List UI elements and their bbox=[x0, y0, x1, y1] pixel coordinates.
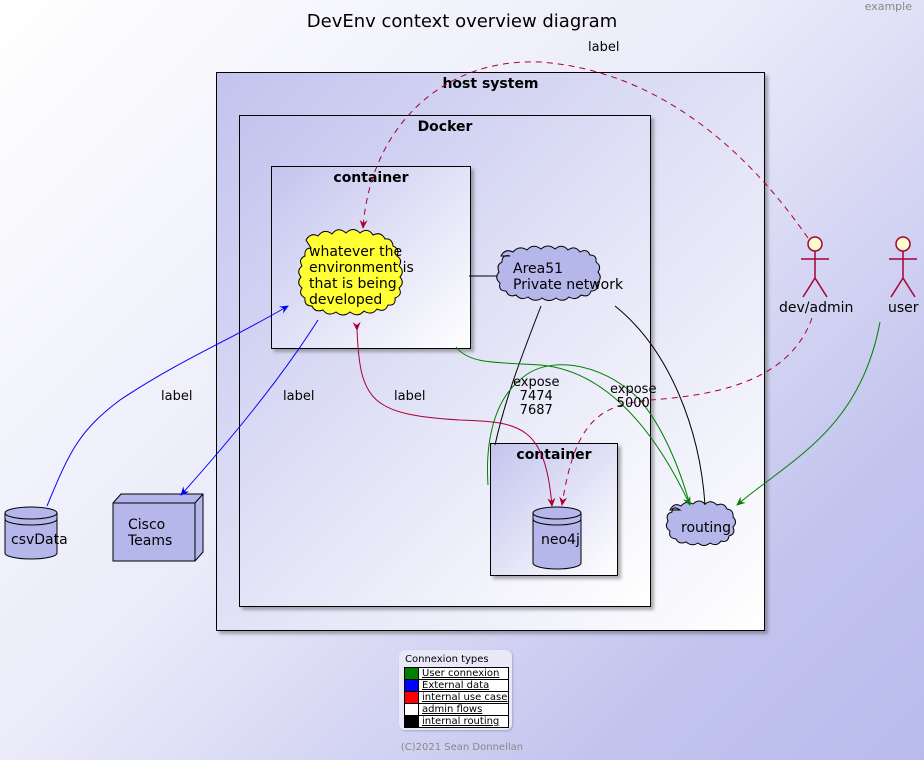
routing-node-label: routing bbox=[681, 520, 732, 536]
legend: Connexion types User connexion External … bbox=[399, 650, 512, 730]
legend-label-admin-flows: admin flows bbox=[422, 704, 483, 715]
user-actor-label: user bbox=[888, 300, 919, 316]
admin-flow-connectors bbox=[359, 61, 813, 506]
neo4j-node-label: neo4j bbox=[541, 532, 580, 548]
dev-admin-actor-label: dev/admin bbox=[779, 300, 854, 316]
legend-title: Connexion types bbox=[405, 654, 489, 665]
legend-swatch-internal-routing bbox=[405, 716, 419, 727]
edge-label-admin-top: label bbox=[588, 40, 620, 55]
legend-swatch-internal-use-case bbox=[405, 692, 419, 703]
env-cloud-shape bbox=[298, 229, 403, 316]
legend-label-external-data: External data bbox=[422, 680, 490, 691]
edge-label-neo4j: label bbox=[394, 389, 426, 404]
dev-admin-actor-shape bbox=[801, 236, 829, 298]
edge-label-expose-neo4j: expose 7474 7687 bbox=[513, 375, 560, 418]
cisco-teams-node-label: Cisco Teams bbox=[128, 517, 173, 549]
area51-cloud-shape bbox=[496, 245, 601, 301]
env-node-label: whatever the environment is that is bein… bbox=[309, 244, 414, 308]
legend-swatch-external-data bbox=[405, 680, 419, 691]
edge-label-csvdata: label bbox=[161, 389, 193, 404]
area51-node-label: Area51 Private network bbox=[513, 261, 624, 293]
legend-label-user-connexion: User connexion bbox=[422, 668, 500, 679]
diagram-title: DevEnv context overview diagram bbox=[306, 11, 618, 32]
host-system-title: host system bbox=[442, 76, 539, 92]
legend-row-internal-use-case: internal use case bbox=[404, 691, 509, 704]
external-data-connectors bbox=[46, 305, 319, 507]
user-actor-shape bbox=[889, 236, 917, 298]
routing-cloud-shape bbox=[665, 500, 736, 546]
container-title-env: container bbox=[333, 170, 409, 186]
legend-swatch-user-connexion bbox=[405, 668, 419, 679]
cisco-teams-node-shape bbox=[112, 493, 204, 562]
legend-row-user-connexion: User connexion bbox=[404, 667, 509, 680]
internal-use-case-connector bbox=[352, 321, 556, 507]
docker-title: Docker bbox=[417, 119, 473, 135]
legend-label-internal-use-case: internal use case bbox=[422, 692, 508, 703]
edge-label-cisco: label bbox=[283, 389, 315, 404]
internal-routing-connectors bbox=[469, 275, 706, 506]
edge-label-expose-5000: expose 5000 bbox=[610, 382, 657, 411]
csvdata-database-shape bbox=[4, 506, 58, 560]
legend-label-internal-routing: internal routing bbox=[422, 716, 500, 727]
neo4j-database-shape bbox=[532, 506, 582, 570]
footer-copyright: (C)2021 Sean Donnellan bbox=[400, 742, 524, 753]
csvdata-node-label: csvData bbox=[11, 532, 68, 548]
corner-label: example bbox=[864, 0, 912, 13]
legend-swatch-admin-flows bbox=[405, 704, 419, 715]
legend-row-internal-routing: internal routing bbox=[404, 715, 509, 728]
